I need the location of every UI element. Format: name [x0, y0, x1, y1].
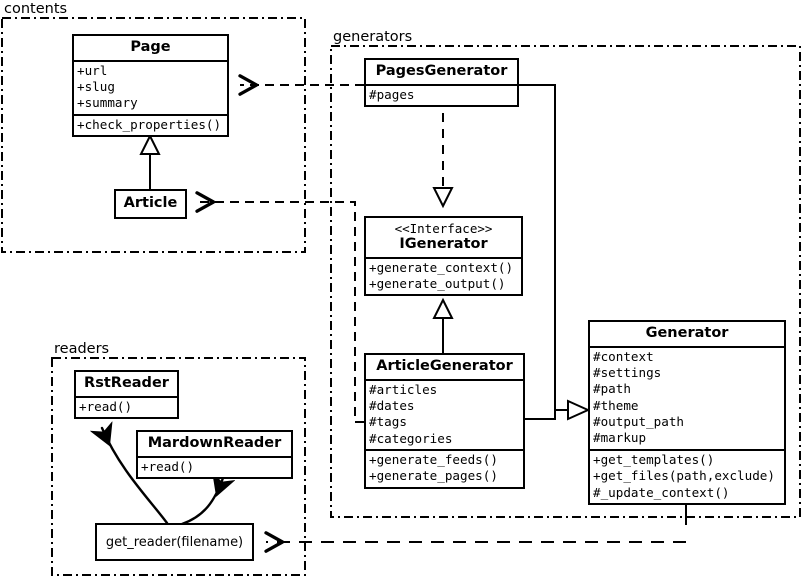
attribute: +slug [77, 79, 115, 95]
class-name-text: IGenerator [399, 236, 488, 252]
edge-pagesgenerator-inherits-generator [519, 84, 569, 411]
class-methods-articlegenerator: +generate_feeds() +generate_pages() [366, 449, 523, 487]
class-attributes-generator: #context #settings #path #theme #output_… [590, 345, 784, 449]
class-name-pagesgenerator: PagesGenerator [375, 63, 508, 79]
method: +generate_pages() [369, 468, 498, 484]
stereotype-interface: <<Interface>> [394, 221, 493, 236]
class-attributes-pagesgenerator: #pages [366, 83, 517, 105]
method: +get_templates() [593, 451, 715, 467]
attribute: +url [77, 62, 108, 78]
edge-pagesgenerator-implements-igenerator [432, 113, 454, 209]
class-name-articlegenerator: ArticleGenerator [376, 358, 513, 374]
package-label-readers: readers [54, 341, 110, 357]
attribute: #markup [593, 430, 647, 446]
class-name-igenerator: <<Interface>> IGenerator [366, 218, 521, 257]
edge-articlegenerator-inherits-generator [525, 399, 591, 421]
method: +check_properties() [77, 116, 222, 132]
class-methods-page: +check_properties() [74, 113, 227, 135]
method: +generate_context() [369, 259, 514, 275]
method: #_update_context() [593, 484, 730, 500]
class-methods-igenerator: +generate_context() +generate_output() [366, 256, 521, 295]
class-methods-generator: +get_templates() +get_files(path,exclude… [590, 448, 784, 503]
package-label-contents: contents [4, 1, 68, 17]
class-methods-mardownreader: +read() [138, 455, 291, 477]
class-box-article[interactable]: Article [114, 189, 187, 219]
class-box-page[interactable]: Page +url +slug +summary +check_properti… [72, 34, 229, 138]
attribute: #pages [369, 86, 415, 102]
class-methods-rstreader: +read() [76, 395, 177, 417]
class-box-articlegenerator[interactable]: ArticleGenerator #articles #dates #tags … [364, 353, 525, 489]
class-attributes-articlegenerator: #articles #dates #tags #categories [366, 378, 523, 449]
class-name-rstreader: RstReader [84, 375, 169, 391]
method: +read() [79, 398, 133, 414]
attribute: #tags [369, 414, 407, 430]
attribute: #articles [369, 381, 438, 397]
attribute: #path [593, 381, 631, 397]
method: +get_files(path,exclude) [593, 468, 775, 484]
class-box-mardownreader[interactable]: MardownReader +read() [136, 430, 293, 480]
attribute: #output_path [593, 414, 684, 430]
attribute: #categories [369, 430, 453, 446]
class-name-generator: Generator [645, 325, 729, 341]
class-box-igenerator[interactable]: <<Interface>> IGenerator +generate_conte… [364, 216, 523, 297]
method: +generate_output() [369, 276, 506, 292]
class-name-page: Page [130, 39, 171, 55]
class-name-mardownreader: MardownReader [147, 435, 282, 451]
edge-articlegenerator-uses-article [195, 191, 364, 423]
function-box-get-reader[interactable]: get_reader(filename) [95, 523, 254, 561]
class-attributes-page: +url +slug +summary [74, 59, 227, 114]
edge-article-inherits-page [139, 133, 161, 189]
attribute: #settings [593, 365, 662, 381]
class-box-generator[interactable]: Generator #context #settings #path #them… [588, 320, 786, 505]
edge-getreader-creates-mardownreader [180, 478, 223, 526]
attribute: +summary [77, 95, 138, 111]
attribute: #context [593, 348, 654, 364]
attribute: #dates [369, 398, 415, 414]
function-name-get-reader: get_reader(filename) [105, 534, 244, 550]
method: +generate_feeds() [369, 452, 498, 468]
attribute: #theme [593, 397, 639, 413]
class-box-pagesgenerator[interactable]: PagesGenerator #pages [364, 58, 519, 108]
edge-articlegenerator-implements-igenerator [432, 297, 454, 353]
package-label-generators: generators [333, 29, 413, 45]
method: +read() [141, 458, 195, 474]
class-box-rstreader[interactable]: RstReader +read() [74, 370, 179, 420]
class-name-article: Article [123, 195, 178, 211]
